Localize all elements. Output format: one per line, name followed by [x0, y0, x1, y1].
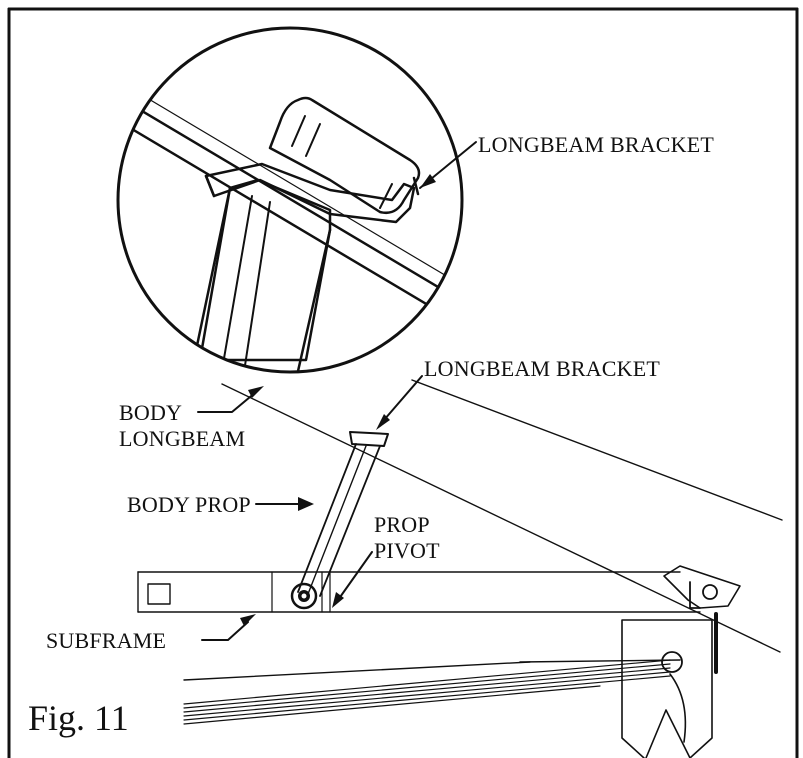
label-body-prop: BODY PROP — [127, 492, 314, 517]
label-body-longbeam: BODY LONGBEAM — [119, 386, 264, 451]
bracket-detail-circle — [116, 26, 464, 374]
svg-text:LONGBEAM BRACKET: LONGBEAM BRACKET — [424, 356, 660, 381]
figure-frame — [7, 7, 799, 758]
body-prop — [290, 431, 389, 610]
label-longbeam-bracket: LONGBEAM BRACKET — [376, 356, 660, 430]
label-longbeam-bracket-detail: LONGBEAM BRACKET — [419, 132, 714, 189]
svg-text:PIVOT: PIVOT — [374, 538, 440, 563]
leaf-spring — [183, 619, 713, 758]
label-subframe: SUBFRAME — [46, 614, 256, 653]
rear-hinge — [663, 565, 741, 674]
body-longbeam — [221, 379, 783, 653]
svg-text:LONGBEAM BRACKET: LONGBEAM BRACKET — [478, 132, 714, 157]
svg-text:BODY PROP: BODY PROP — [127, 492, 251, 517]
label-prop-pivot: PROP PIVOT — [332, 512, 440, 608]
subframe — [137, 571, 701, 613]
detail-longbeam — [118, 75, 462, 332]
svg-text:LONGBEAM: LONGBEAM — [119, 426, 245, 451]
svg-text:BODY: BODY — [119, 400, 182, 425]
svg-text:SUBFRAME: SUBFRAME — [46, 628, 166, 653]
svg-text:PROP: PROP — [374, 512, 430, 537]
figure-caption: Fig. 11 — [28, 698, 129, 738]
